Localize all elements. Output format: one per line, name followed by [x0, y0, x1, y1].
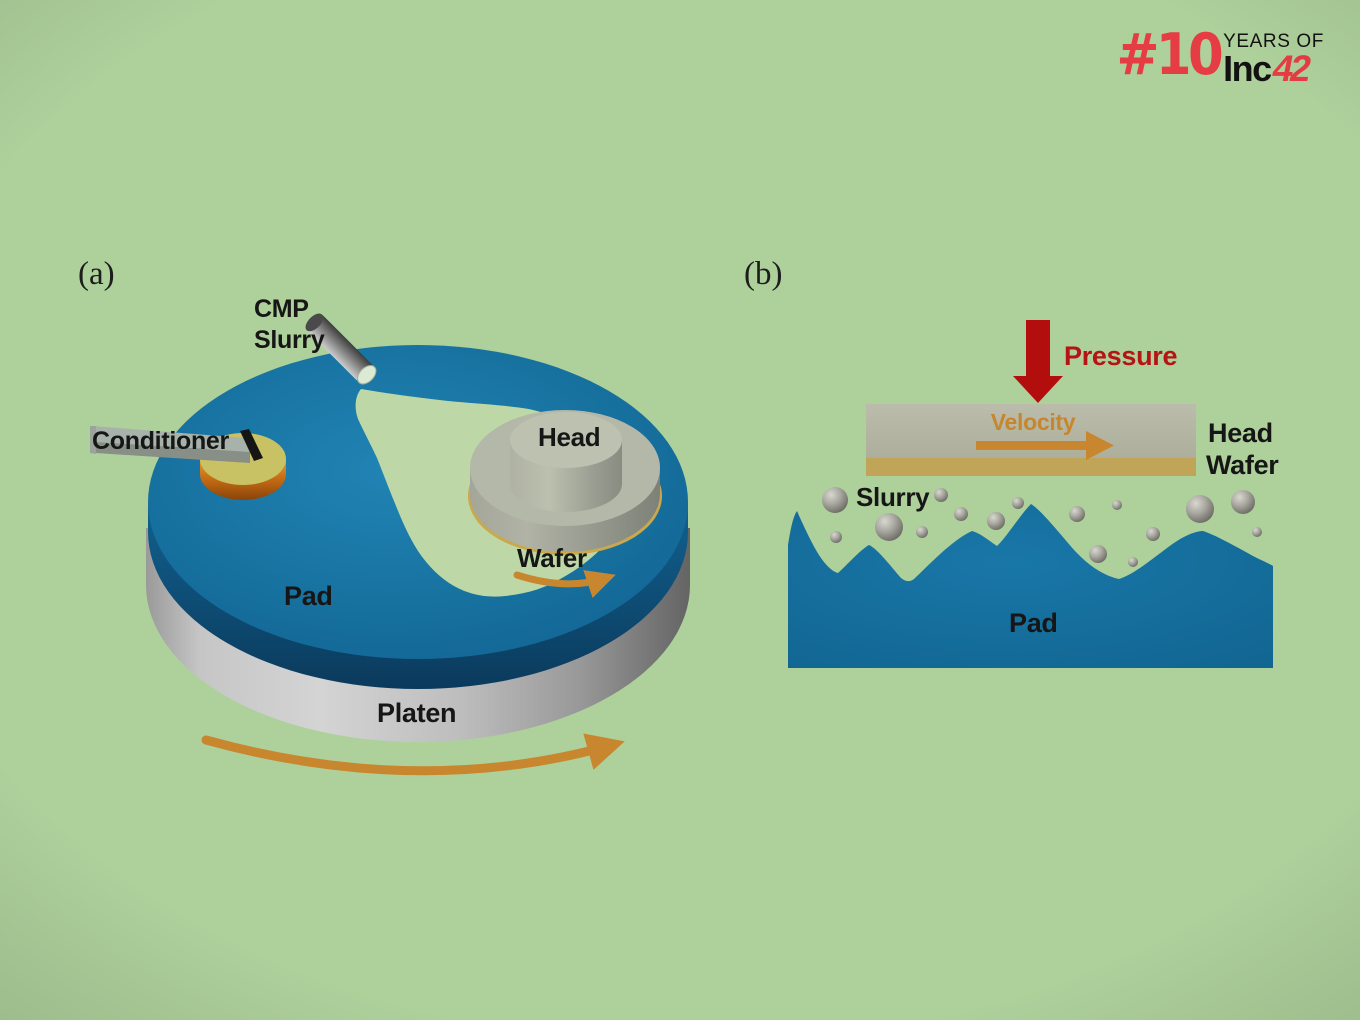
logo-inc: Inc	[1223, 48, 1272, 89]
pressure-label: Pressure	[1064, 341, 1178, 371]
polishing-head-top	[510, 412, 622, 512]
slurry-particle	[1252, 527, 1262, 537]
pad-label-a: Pad	[284, 581, 333, 611]
panel-a-illustration	[90, 313, 690, 776]
logo-number: #10	[1116, 22, 1224, 88]
slurry-particles	[822, 487, 1262, 567]
slurry-particle	[1012, 497, 1024, 509]
slurry-tube	[305, 313, 377, 385]
head-label-b: Head	[1208, 418, 1273, 448]
slurry-particle	[830, 531, 842, 543]
slurry-label-b: Slurry	[856, 482, 930, 512]
logo-42: 42	[1268, 48, 1312, 89]
logo-years-of: YEARS OF	[1223, 31, 1324, 52]
slurry-particle	[1128, 557, 1138, 567]
wafer-label-b: Wafer	[1206, 450, 1279, 480]
slurry-particle	[1069, 506, 1085, 522]
slurry-particle	[987, 512, 1005, 530]
velocity-arrow	[976, 431, 1114, 460]
slurry-particle	[822, 487, 848, 513]
slurry-particle	[1146, 527, 1160, 541]
panel-a-tag: (a)	[78, 256, 115, 292]
slurry-particle	[1112, 500, 1122, 510]
velocity-label: Velocity	[990, 409, 1076, 435]
cmp-slurry-label: CMP Slurry	[254, 295, 325, 354]
wafer-layer	[866, 458, 1196, 476]
pad-cross-section	[788, 504, 1273, 668]
platen-rotation-arrow	[201, 733, 625, 776]
wafer-rotation-arrow	[513, 570, 616, 598]
slurry-particle	[916, 526, 928, 538]
panel-b-tag: (b)	[744, 256, 783, 292]
slurry-particle	[934, 488, 948, 502]
head-label-a: Head	[538, 422, 601, 452]
slurry-particle	[1186, 495, 1214, 523]
slurry-particle	[875, 513, 903, 541]
inc42-logo: #10 YEARS OF Inc 42	[1105, 22, 1324, 89]
pad-label-b: Pad	[1009, 608, 1058, 638]
platen-label-a: Platen	[377, 698, 457, 728]
panel-b-illustration	[788, 320, 1273, 668]
slurry-particle	[1089, 545, 1107, 563]
wafer-label-a: Wafer	[517, 543, 587, 573]
conditioner-label: Conditioner	[92, 427, 229, 455]
conditioner-arm	[90, 426, 263, 463]
slurry-particle	[1231, 490, 1255, 514]
slurry-particle	[954, 507, 968, 521]
pressure-arrow	[1013, 320, 1063, 403]
